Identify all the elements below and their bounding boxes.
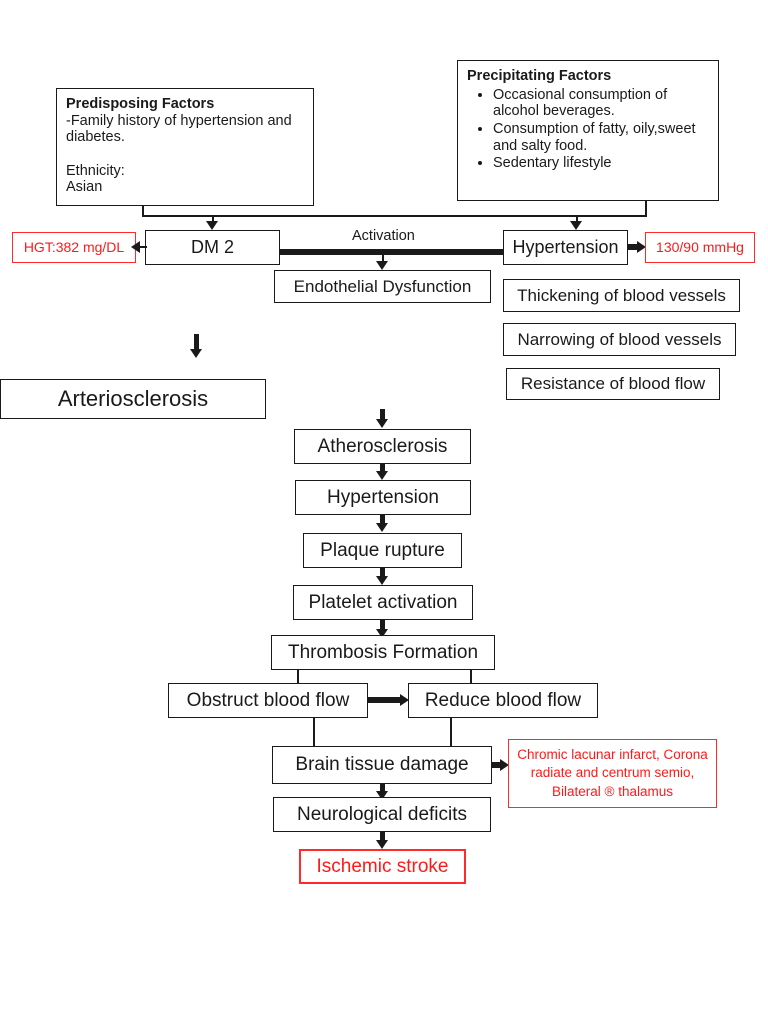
precipitating-factors-title: Precipitating Factors bbox=[467, 68, 612, 84]
precipitating-factors-box: Precipitating Factors Occasional consump… bbox=[457, 60, 719, 201]
connector-bracket-horizontal bbox=[142, 215, 647, 217]
arteriosclerosis-box: Arteriosclerosis bbox=[0, 379, 266, 419]
connector-activation-to-endothelial bbox=[382, 252, 384, 265]
connector-hypertension-to-plaque bbox=[380, 515, 385, 525]
thrombosis-formation-box: Thrombosis Formation bbox=[271, 635, 495, 670]
arrow-to-atherosclerosis bbox=[376, 419, 388, 428]
arrow-hypertension-to-plaque bbox=[376, 523, 388, 532]
arteriosclerosis-label: Arteriosclerosis bbox=[57, 386, 209, 412]
endothelial-dysfunction-label: Endothelial Dysfunction bbox=[293, 276, 472, 296]
arrow-plaque-to-platelet bbox=[376, 576, 388, 585]
list-item: Consumption of fatty, oily,sweet and sal… bbox=[493, 121, 709, 154]
thrombosis-formation-label: Thrombosis Formation bbox=[287, 641, 479, 663]
connector-obstruct-to-brain bbox=[313, 718, 315, 746]
connector-plaque-to-platelet bbox=[380, 568, 385, 578]
brain-tissue-damage-label: Brain tissue damage bbox=[295, 754, 469, 776]
narrowing-box: Narrowing of blood vessels bbox=[503, 323, 736, 356]
brain-tissue-damage-box: Brain tissue damage bbox=[272, 746, 492, 784]
plaque-rupture-box: Plaque rupture bbox=[303, 533, 462, 568]
connector-hypertension-to-bp bbox=[628, 244, 640, 250]
connector-activation-thick bbox=[279, 249, 504, 255]
connector-obstruct-to-reduce bbox=[367, 697, 403, 703]
neurological-deficits-box: Neurological deficits bbox=[273, 797, 491, 832]
predisposing-factors-box: Predisposing Factors -Family history of … bbox=[56, 88, 314, 206]
connector-to-atherosclerosis bbox=[380, 409, 385, 422]
connector-predisposing-stub bbox=[142, 206, 144, 216]
connector-dm2-to-hgt bbox=[139, 246, 147, 248]
connector-reduce-to-brain bbox=[450, 718, 452, 746]
hypertension-top-box: Hypertension bbox=[503, 230, 628, 265]
precipitating-factors-list: Occasional consumption of alcohol bevera… bbox=[467, 87, 709, 172]
thickening-label: Thickening of blood vessels bbox=[517, 285, 726, 305]
atherosclerosis-box: Atherosclerosis bbox=[294, 429, 471, 464]
hgt-value-box: HGT:382 mg/DL bbox=[12, 232, 136, 263]
arrow-to-arteriosclerosis bbox=[190, 349, 202, 358]
endothelial-dysfunction-box: Endothelial Dysfunction bbox=[274, 270, 491, 303]
connector-brain-to-neuro bbox=[380, 784, 385, 793]
connector-to-arteriosclerosis bbox=[194, 334, 199, 351]
connector-precipitating-stub bbox=[645, 201, 647, 216]
obstruct-blood-flow-box: Obstruct blood flow bbox=[168, 683, 368, 718]
activation-label: Activation bbox=[352, 228, 415, 244]
connector-neuro-to-stroke bbox=[380, 832, 385, 842]
arrow-bracket-to-hypertension bbox=[570, 221, 582, 230]
arrow-bracket-to-dm2 bbox=[206, 221, 218, 230]
predisposing-factors-body: -Family history of hypertension and diab… bbox=[66, 112, 292, 196]
reduce-blood-flow-label: Reduce blood flow bbox=[424, 689, 582, 711]
hypertension-chain-box: Hypertension bbox=[295, 480, 471, 515]
connector-atherosclerosis-to-hypertension bbox=[380, 464, 385, 473]
connector-thrombosis-to-obstruct bbox=[297, 670, 299, 683]
narrowing-label: Narrowing of blood vessels bbox=[517, 329, 722, 349]
arrow-obstruct-to-reduce bbox=[400, 694, 409, 706]
ischemic-stroke-label: Ischemic stroke bbox=[316, 855, 449, 877]
list-item: Occasional consumption of alcohol bevera… bbox=[493, 87, 709, 120]
hypertension-chain-label: Hypertension bbox=[327, 486, 439, 508]
bp-value-label: 130/90 mmHg bbox=[656, 239, 744, 256]
resistance-label: Resistance of blood flow bbox=[520, 374, 706, 394]
ischemic-stroke-box: Ischemic stroke bbox=[299, 849, 466, 884]
reduce-blood-flow-box: Reduce blood flow bbox=[408, 683, 598, 718]
resistance-box: Resistance of blood flow bbox=[506, 368, 720, 400]
arrow-dm2-to-hgt bbox=[131, 241, 140, 253]
imaging-findings-box: Chromic lacunar infarct, Corona radiate … bbox=[508, 739, 717, 808]
bp-value-box: 130/90 mmHg bbox=[645, 232, 755, 263]
connector-thrombosis-to-reduce bbox=[470, 670, 472, 683]
arrow-neuro-to-stroke bbox=[376, 840, 388, 849]
obstruct-blood-flow-label: Obstruct blood flow bbox=[186, 689, 350, 711]
thickening-box: Thickening of blood vessels bbox=[503, 279, 740, 312]
connector-bracket-to-dm2 bbox=[212, 215, 214, 224]
imaging-findings-label: Chromic lacunar infarct, Corona radiate … bbox=[517, 747, 708, 799]
connector-platelet-to-thrombosis bbox=[380, 620, 385, 631]
arrow-activation-to-endothelial bbox=[376, 261, 388, 270]
dm2-box: DM 2 bbox=[145, 230, 280, 265]
platelet-activation-box: Platelet activation bbox=[293, 585, 473, 620]
connector-brain-to-imaging bbox=[491, 762, 504, 768]
connector-bracket-to-hypertension bbox=[576, 215, 578, 224]
arrow-platelet-to-thrombosis bbox=[376, 629, 388, 638]
arrow-hypertension-to-bp bbox=[637, 241, 646, 253]
predisposing-factors-title: Predisposing Factors bbox=[66, 96, 215, 112]
platelet-activation-label: Platelet activation bbox=[308, 591, 458, 613]
arrow-atherosclerosis-to-hypertension bbox=[376, 471, 388, 480]
atherosclerosis-label: Atherosclerosis bbox=[317, 435, 448, 457]
hgt-value-label: HGT:382 mg/DL bbox=[23, 239, 125, 256]
dm2-label: DM 2 bbox=[190, 237, 234, 258]
list-item: Sedentary lifestyle bbox=[493, 155, 709, 172]
plaque-rupture-label: Plaque rupture bbox=[320, 539, 445, 561]
arrow-brain-to-imaging bbox=[500, 759, 509, 771]
neurological-deficits-label: Neurological deficits bbox=[296, 803, 468, 825]
hypertension-top-label: Hypertension bbox=[512, 237, 619, 258]
arrow-brain-to-neuro bbox=[376, 791, 388, 800]
